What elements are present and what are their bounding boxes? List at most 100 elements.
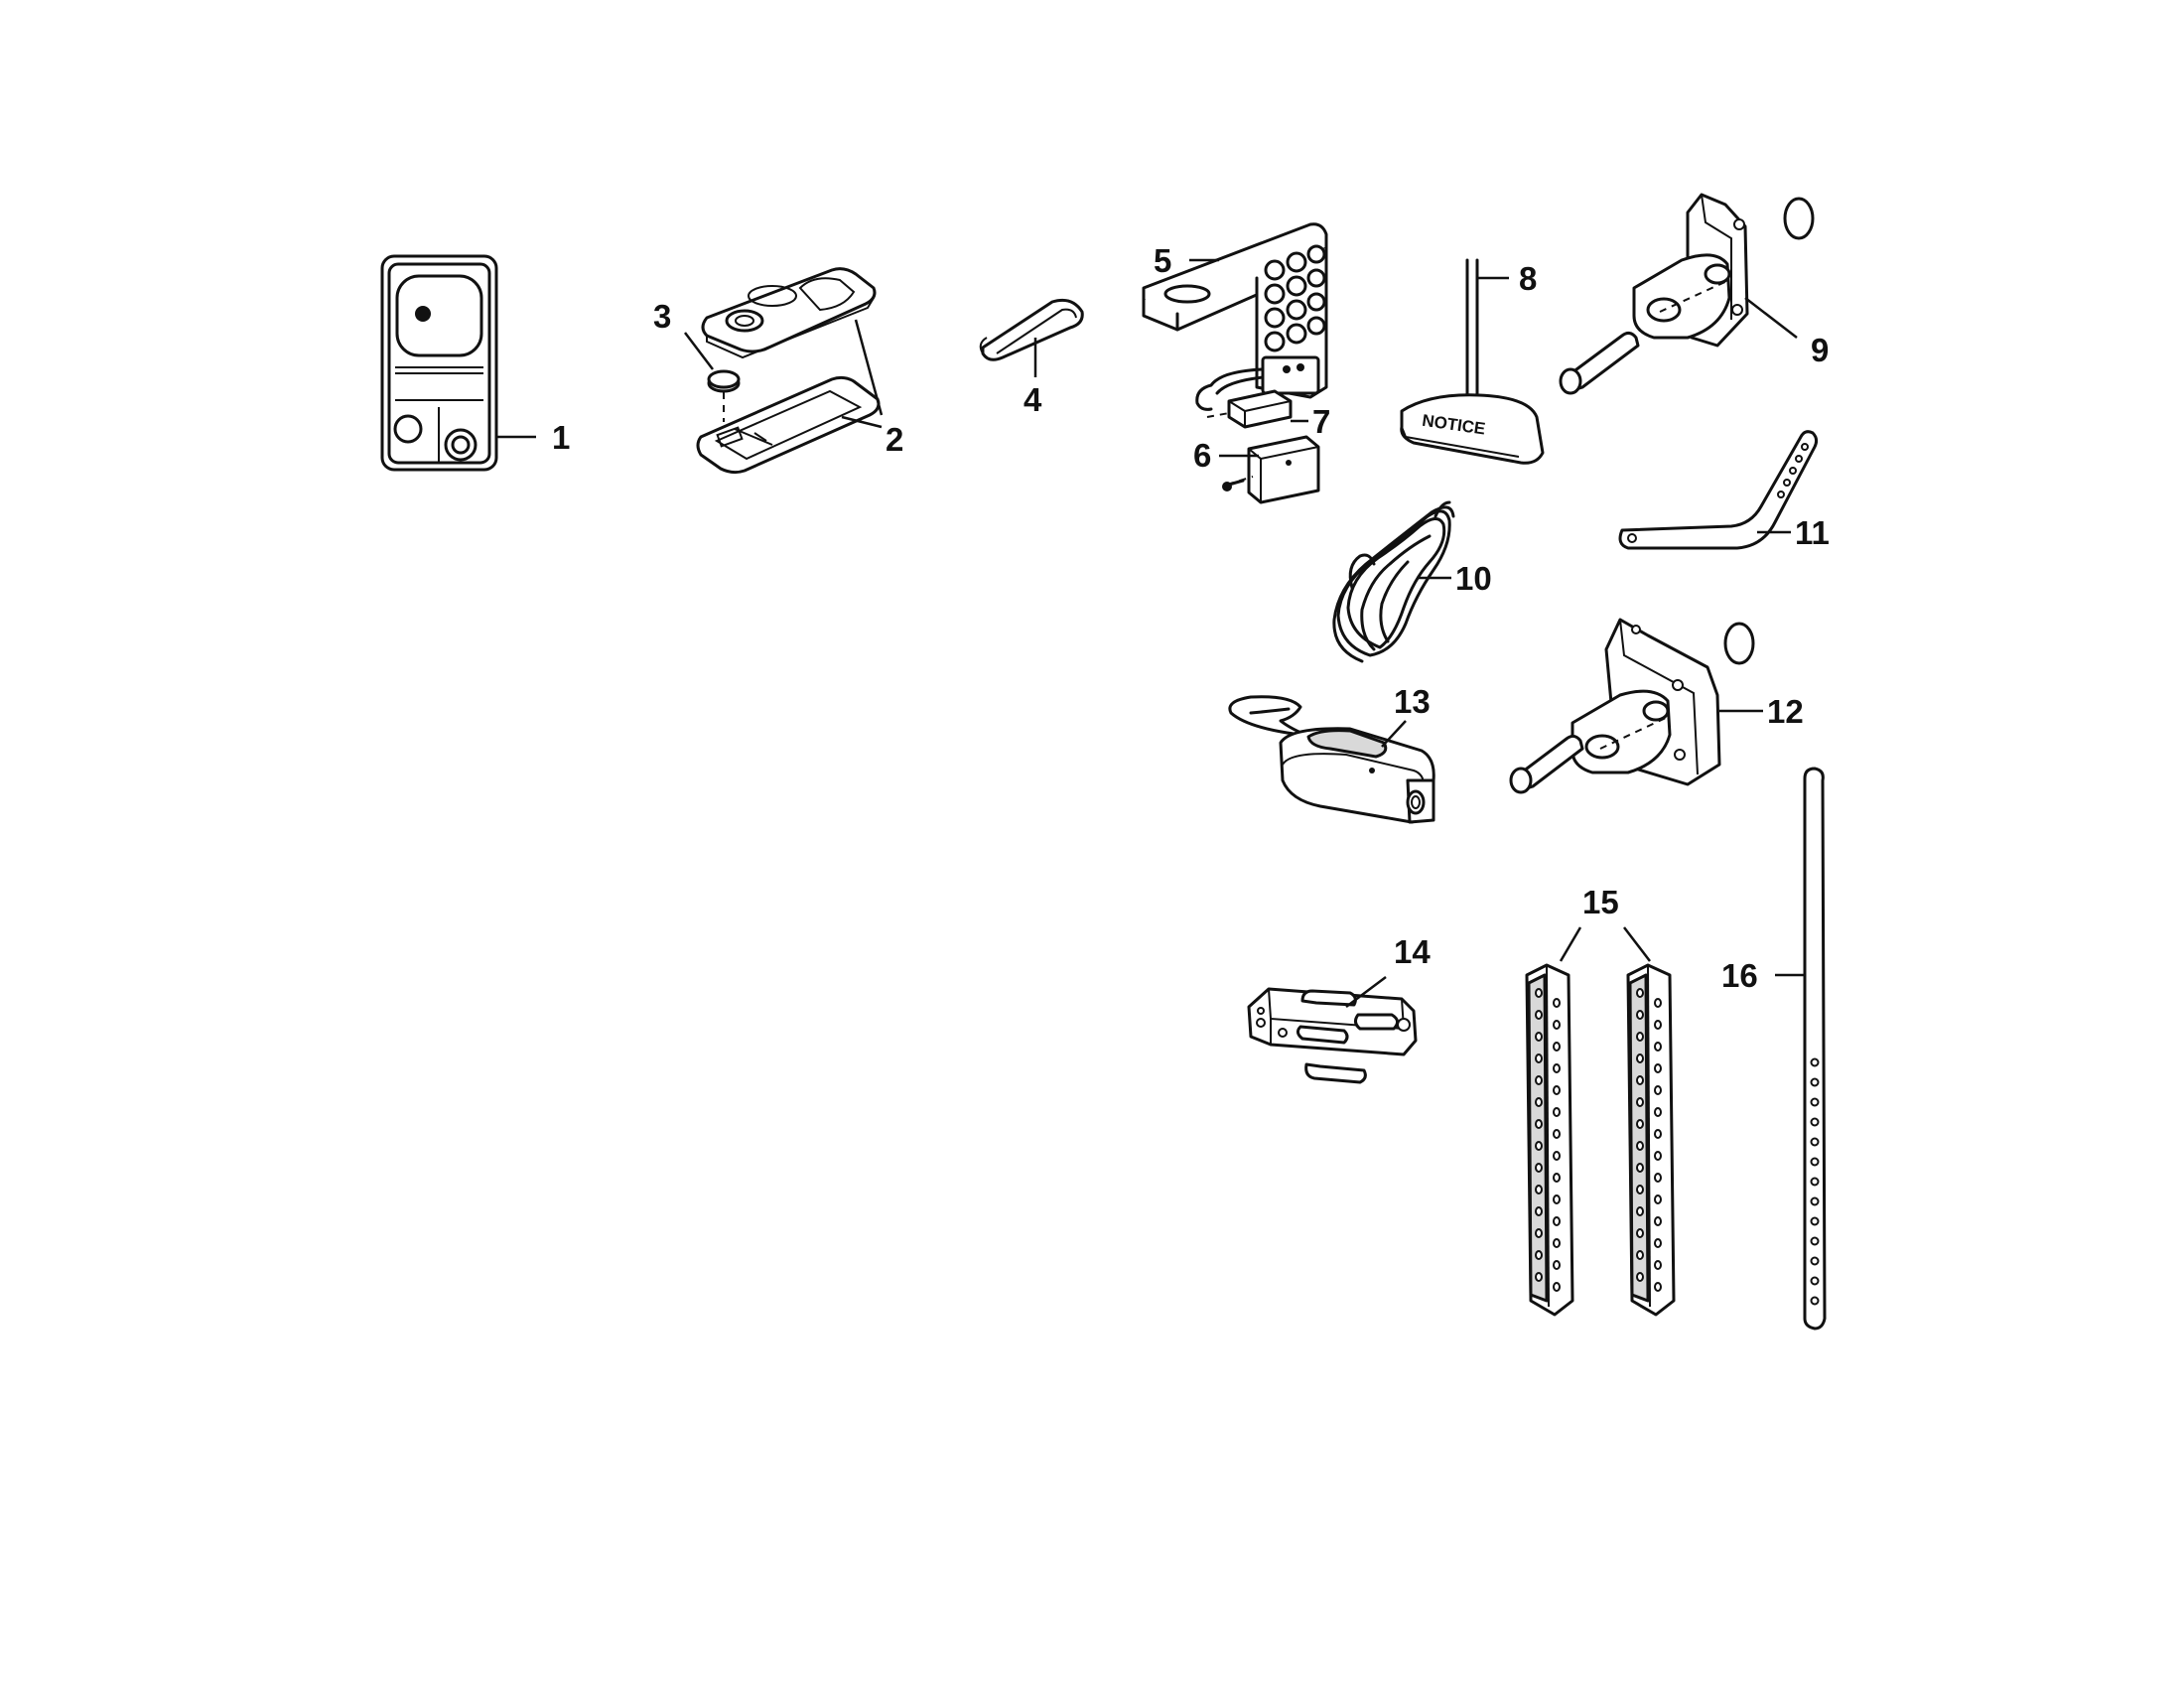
rail-hole [1535, 988, 1543, 998]
rail-hole [1535, 1097, 1543, 1107]
rail-hole [1553, 1042, 1561, 1052]
strap-hole [1810, 1097, 1820, 1107]
rail-hole [1535, 1119, 1543, 1129]
rail-hole [1654, 1063, 1662, 1073]
callout-6: 6 [1193, 437, 1211, 474]
rail-hole [1553, 1173, 1561, 1183]
rail-hole [1636, 1250, 1644, 1260]
part-5-keypad [1142, 222, 1328, 399]
rail-hole [1535, 1053, 1543, 1063]
rail-hole [1535, 1206, 1543, 1216]
rail-hole [1636, 1010, 1644, 1020]
keypad-buttons [1264, 244, 1326, 352]
callout-14: 14 [1394, 933, 1431, 970]
rail-hole [1535, 1075, 1543, 1085]
rail-hole [1535, 1272, 1543, 1282]
callout-16: 16 [1721, 957, 1758, 994]
rail-hole [1636, 1272, 1644, 1282]
rail-hole [1636, 1075, 1644, 1085]
rail-hole [1654, 1260, 1662, 1270]
part-7-battery-pack [1195, 367, 1293, 429]
rail-hole [1654, 1020, 1662, 1030]
part-10-bell-wire [1332, 500, 1455, 663]
rail-hole [1535, 1141, 1543, 1151]
callout-4: 4 [1024, 381, 1042, 418]
rail-hole [1553, 1129, 1561, 1139]
rail-hole [1636, 1185, 1644, 1194]
callout-5: 5 [1154, 242, 1171, 279]
strap-hole [1810, 1117, 1820, 1127]
part-16-perforated-strap [1803, 767, 1827, 1331]
rail-hole [1636, 988, 1644, 998]
rail-hole [1553, 1063, 1561, 1073]
rail-hole [1535, 1032, 1543, 1042]
callout-3: 3 [653, 298, 671, 335]
rail-hole [1636, 1163, 1644, 1173]
rail-hole [1654, 998, 1662, 1008]
rail-hole [1553, 1282, 1561, 1292]
strap-hole [1810, 1177, 1820, 1187]
callout-15: 15 [1582, 884, 1619, 920]
rail-hole [1654, 1042, 1662, 1052]
rail-hole [1654, 1194, 1662, 1204]
rail-hole [1553, 1107, 1561, 1117]
callout-8: 8 [1519, 260, 1537, 297]
callout-1: 1 [552, 419, 570, 456]
rail-perforations [1535, 988, 1662, 1292]
strap-hole [1810, 1256, 1820, 1266]
rail-hole [1553, 1020, 1561, 1030]
rail-hole [1553, 1216, 1561, 1226]
part-11-curved-arm [1618, 430, 1819, 550]
strap-hole [1810, 1077, 1820, 1087]
part-6-battery-cover [1222, 435, 1320, 504]
strap-hole [1810, 1216, 1820, 1226]
strap-hole [1810, 1157, 1820, 1167]
strap-hole [1810, 1057, 1820, 1067]
rail-hole [1553, 1085, 1561, 1095]
rail-hole [1636, 1228, 1644, 1238]
strap-hole [1810, 1137, 1820, 1147]
callout-9: 9 [1811, 332, 1829, 368]
rail-hole [1654, 1129, 1662, 1139]
rail-hole [1535, 1228, 1543, 1238]
rail-hole [1553, 1194, 1561, 1204]
rail-hole [1636, 1119, 1644, 1129]
part-15-angle-rail-left [1525, 963, 1574, 1317]
rail-hole [1553, 998, 1561, 1008]
rail-hole [1654, 1085, 1662, 1095]
callout-13: 13 [1394, 683, 1431, 720]
rail-hole [1636, 1032, 1644, 1042]
rail-hole [1654, 1173, 1662, 1183]
rail-hole [1636, 1206, 1644, 1216]
rail-hole [1535, 1010, 1543, 1020]
strap-hole [1810, 1276, 1820, 1286]
callout-7: 7 [1312, 403, 1330, 440]
rail-hole [1535, 1185, 1543, 1194]
rail-hole [1654, 1282, 1662, 1292]
strap-hole [1810, 1236, 1820, 1246]
strap-hole [1810, 1196, 1820, 1206]
rail-hole [1636, 1097, 1644, 1107]
part-4-visor-clip [979, 298, 1084, 361]
callout-2: 2 [886, 421, 903, 458]
part-14-mounting-bracket [1247, 987, 1418, 1084]
callout-12: 12 [1767, 693, 1804, 730]
callout-10: 10 [1455, 560, 1492, 597]
part-1-door-control [380, 254, 498, 472]
part-2-remote-case [696, 267, 881, 475]
part-8-notice-tag: NOTICE [1400, 258, 1545, 465]
part-13-power-module [1228, 695, 1435, 824]
rail-hole [1636, 1141, 1644, 1151]
rail-hole [1535, 1163, 1543, 1173]
rail-hole [1553, 1238, 1561, 1248]
rail-hole [1636, 1053, 1644, 1063]
rail-hole [1553, 1260, 1561, 1270]
part-12-header-bracket [1509, 618, 1755, 794]
callout-11: 11 [1795, 514, 1830, 551]
rail-hole [1654, 1107, 1662, 1117]
part-15-angle-rail-right [1626, 963, 1676, 1317]
part-3-battery [707, 369, 741, 422]
rail-hole [1654, 1216, 1662, 1226]
rail-hole [1654, 1238, 1662, 1248]
